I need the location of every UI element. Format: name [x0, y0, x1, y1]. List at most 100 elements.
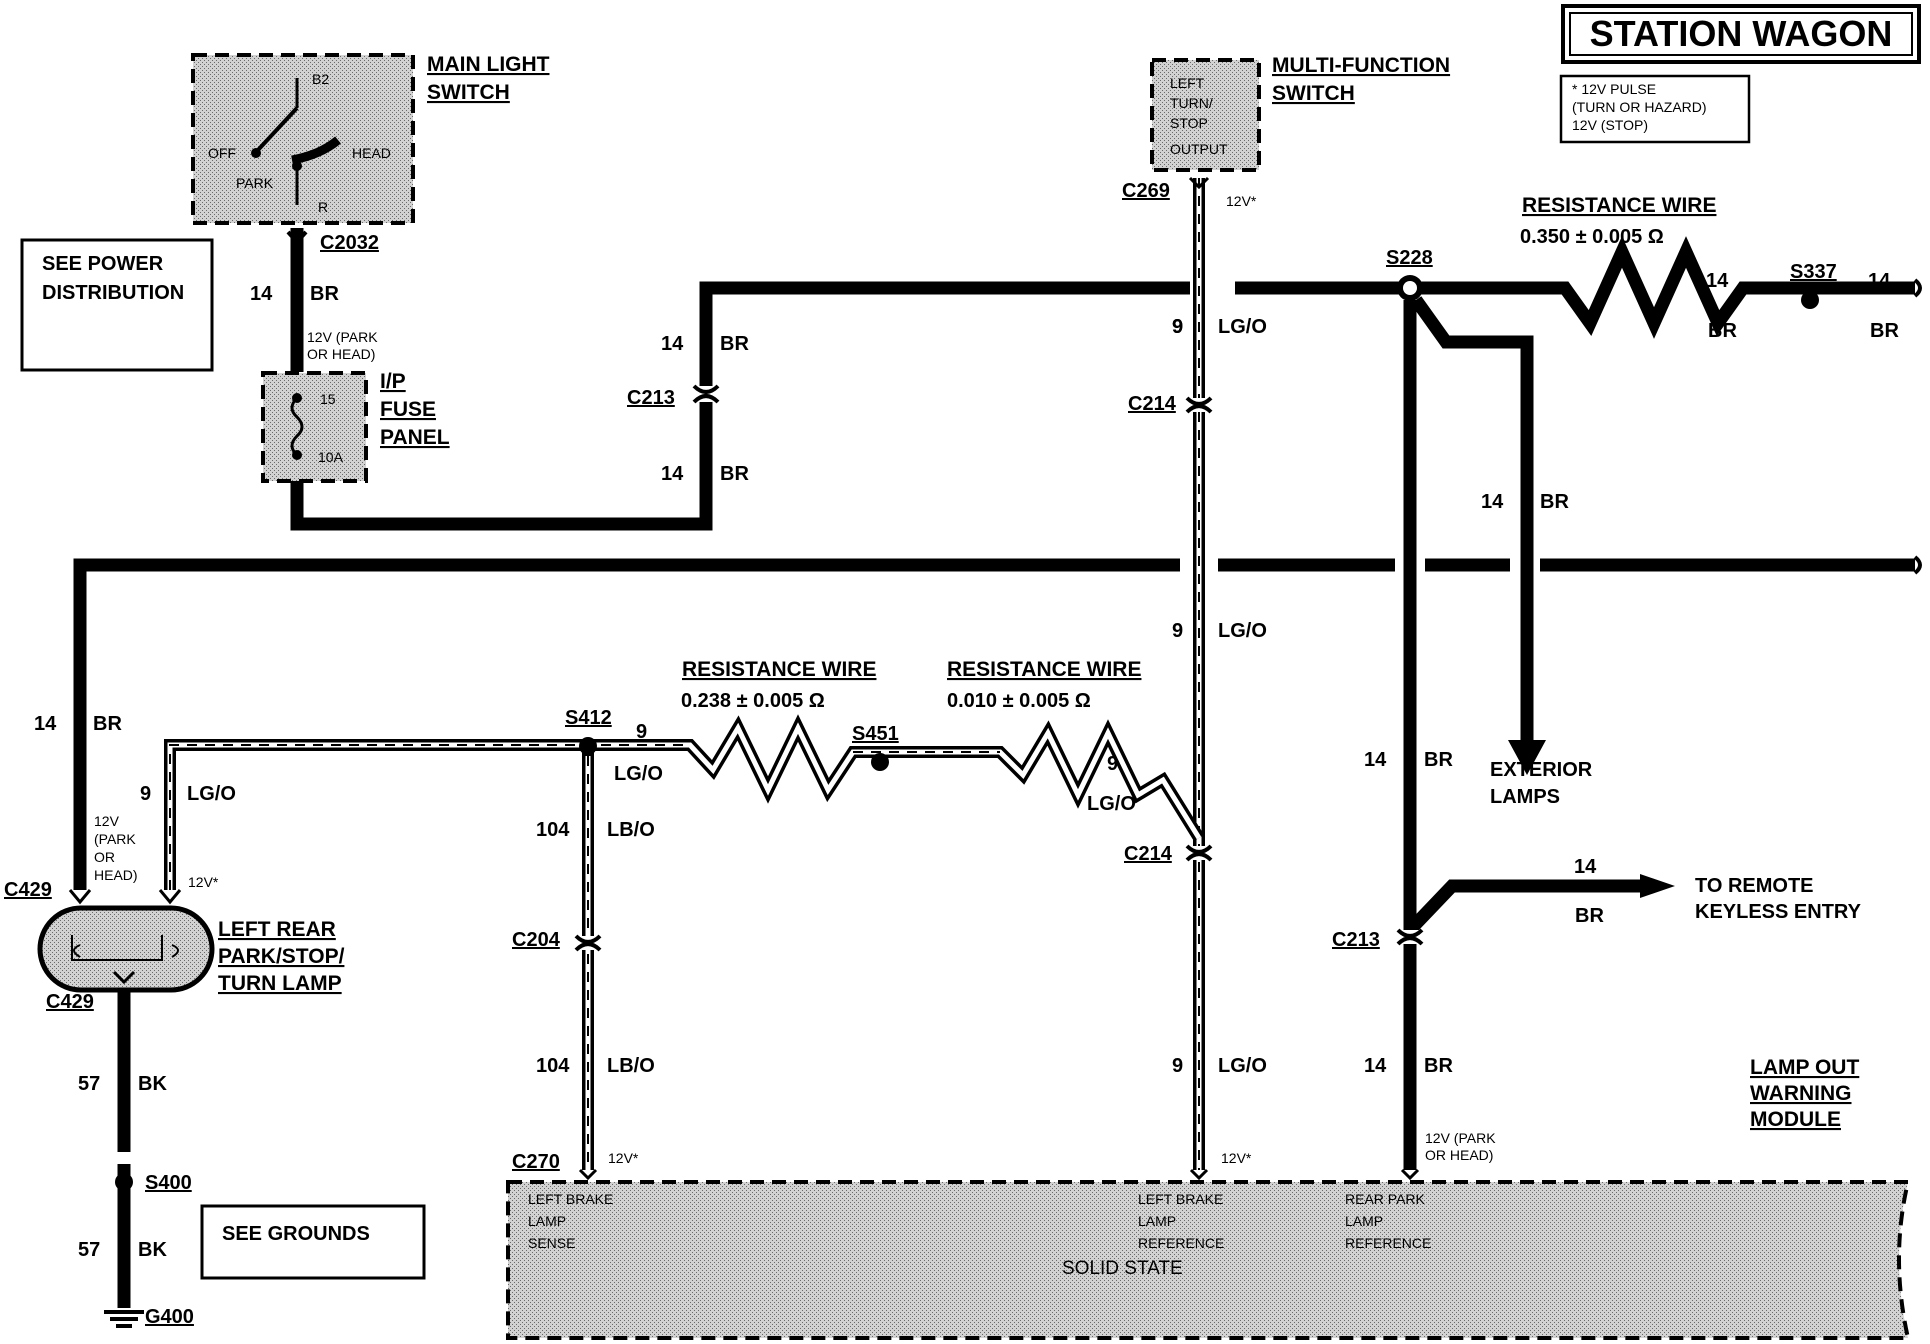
main-light-switch-title-1: MAIN LIGHT [427, 53, 550, 76]
legend-line-3: 12V (STOP) [1572, 117, 1648, 133]
connector-c204: C204 [512, 929, 561, 951]
main-light-switch: B2 OFF HEAD PARK R MAIN LIGHT SWITCH [191, 53, 550, 225]
wire-ground: 57 BK S400 57 BK G400 [78, 992, 194, 1328]
legend-line-2: (TURN OR HAZARD) [1572, 99, 1707, 115]
module-solid-state: SOLID STATE [1062, 1258, 1183, 1279]
fuse-amperage: 10A [318, 449, 344, 465]
voltage-pulse: 12V* [1226, 193, 1257, 209]
fuse-panel-title-1: I/P [380, 370, 406, 393]
wire-color-br: BR [310, 283, 339, 305]
module-sense-1: LEFT BRAKE [528, 1191, 613, 1207]
splice-s228-area: S228 S337 RESISTANCE WIRE 0.350 ± 0.005 … [1332, 194, 1922, 1170]
module-park-1: REAR PARK [1345, 1191, 1426, 1207]
legend-line-1: * 12V PULSE [1572, 81, 1656, 97]
connector-c429-a: C429 [4, 879, 52, 901]
splice-s451: S451 [852, 723, 899, 745]
wire-lgo-horizontal: S412 S451 9 LG/O 9 LG/O RESISTANCE WIRE … [140, 658, 1205, 890]
pin-off: OFF [208, 145, 236, 161]
resistance-value-1: 0.350 ± 0.005 Ω [1520, 226, 1664, 248]
wire-gauge-14: 14 [1481, 491, 1504, 513]
see-power-box: SEE POWER DISTRIBUTION [20, 238, 214, 372]
wire-gauge-104: 104 [536, 1055, 570, 1077]
splice-s228: S228 [1386, 247, 1433, 269]
wire-gauge-57: 57 [78, 1239, 100, 1261]
wire-color-br: BR [1708, 320, 1737, 342]
connector-c429-b: C429 [46, 991, 94, 1013]
module-ref-3: REFERENCE [1138, 1235, 1224, 1251]
pin-park: PARK [236, 175, 274, 191]
multi-function-switch: LEFT TURN/ STOP OUTPUT MULTI-FUNCTION SW… [1150, 54, 1450, 172]
module-park-3: REFERENCE [1345, 1235, 1431, 1251]
mfs-line-1: LEFT [1170, 75, 1205, 91]
ground-g400: G400 [145, 1306, 194, 1328]
voltage-pulse: 12V* [188, 874, 219, 890]
module-title-1: LAMP OUT [1750, 1056, 1859, 1079]
wire-color-lgo: LG/O [1218, 620, 1267, 642]
wire-gauge-9: 9 [1172, 1055, 1183, 1077]
lamp-title-3: TURN LAMP [218, 972, 342, 995]
splice-s412: S412 [565, 707, 612, 729]
module-sense-3: SENSE [528, 1235, 575, 1251]
wire-color-lbo: LB/O [607, 1055, 655, 1077]
wire-gauge-14: 14 [1364, 749, 1387, 771]
left-rear-lamp: C429 C429 LEFT REAR PARK/STOP/ TURN LAMP [4, 879, 345, 1013]
wire-gauge-14: 14 [1868, 270, 1891, 292]
wire-color-br: BR [1424, 749, 1453, 771]
pin-r: R [318, 199, 328, 215]
wire-color-br: BR [1870, 320, 1899, 342]
wire-color-br: BR [720, 333, 749, 355]
wire-gauge-14: 14 [1364, 1055, 1387, 1077]
wire-switch-to-fuse: C2032 14 BR 12V (PARK OR HEAD) [250, 228, 379, 372]
wire-color-lgo: LG/O [1218, 1055, 1267, 1077]
see-power-line-1: SEE POWER [42, 253, 164, 275]
fuse-number: 15 [320, 391, 336, 407]
mfs-title-2: SWITCH [1272, 82, 1355, 105]
module-ref-1: LEFT BRAKE [1138, 1191, 1223, 1207]
wire-color-br: BR [1575, 905, 1604, 927]
wire-color-lgo: LG/O [187, 783, 236, 805]
wire-gauge-9: 9 [1172, 316, 1183, 338]
voltage-12v: 12V [94, 813, 120, 829]
module-title-3: MODULE [1750, 1108, 1841, 1131]
wire-color-br: BR [720, 463, 749, 485]
wire-gauge-57: 57 [78, 1073, 100, 1095]
wire-gauge-9: 9 [1107, 753, 1118, 775]
voltage-park-head-b: OR HEAD) [307, 346, 375, 362]
mfs-line-4: OUTPUT [1170, 141, 1228, 157]
module-park-2: LAMP [1345, 1213, 1383, 1229]
wire-color-lgo: LG/O [1087, 793, 1136, 815]
connector-c213-b: C213 [1332, 929, 1380, 951]
voltage-park-head-b: OR HEAD) [1425, 1147, 1493, 1163]
wire-color-br: BR [1424, 1055, 1453, 1077]
voltage-pulse: 12V* [1221, 1150, 1252, 1166]
see-power-line-2: DISTRIBUTION [42, 282, 184, 304]
splice-s400: S400 [145, 1172, 192, 1194]
wire-gauge-104: 104 [536, 819, 570, 841]
lamp-title-2: PARK/STOP/ [218, 945, 345, 968]
fuse-panel-title-2: FUSE [380, 398, 436, 421]
connector-c2032: C2032 [320, 232, 379, 254]
main-light-switch-title-2: SWITCH [427, 81, 510, 104]
wire-gauge-14: 14 [34, 713, 57, 735]
fuse-panel: 15 10A I/P FUSE PANEL [261, 370, 450, 483]
wire-gauge-14: 14 [250, 283, 273, 305]
module-sense-2: LAMP [528, 1213, 566, 1229]
wire-color-bk: BK [138, 1239, 167, 1261]
resistance-wire-title: RESISTANCE WIRE [1522, 194, 1716, 217]
voltage-park-head-a: 12V (PARK [307, 329, 378, 345]
voltage-pulse: 12V* [608, 1150, 639, 1166]
lamp-title-1: LEFT REAR [218, 918, 336, 941]
wire-lgo-vertical: C269 12V* 9 LG/O C214 9 LG/O C214 9 LG/O… [1122, 176, 1267, 1170]
connector-c270: C270 [512, 1151, 560, 1173]
wire-gauge-9: 9 [140, 783, 151, 805]
wire-color-lbo: LB/O [607, 819, 655, 841]
module-ref-2: LAMP [1138, 1213, 1176, 1229]
mfs-title-1: MULTI-FUNCTION [1272, 54, 1450, 77]
exterior-lamps-line-2: LAMPS [1490, 786, 1560, 808]
wire-color-lgo: LG/O [614, 763, 663, 785]
wire-color-br: BR [93, 713, 122, 735]
title-block: STATION WAGON * 12V PULSE (TURN OR HAZAR… [1559, 4, 1921, 144]
wire-gauge-9: 9 [1172, 316, 1183, 338]
voltage-or: OR [94, 849, 115, 865]
